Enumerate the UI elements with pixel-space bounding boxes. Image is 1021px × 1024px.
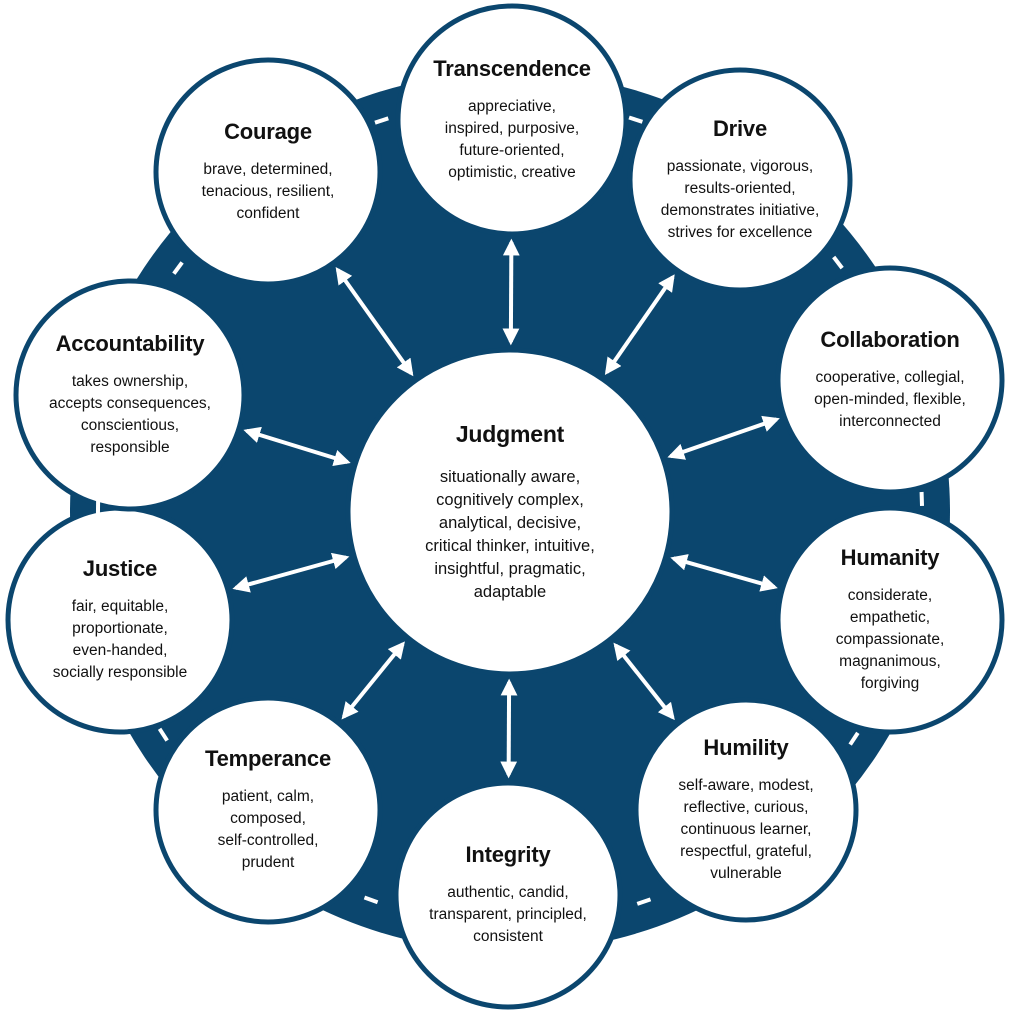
node-justice: Justice fair, equitable, proportionate, e… xyxy=(8,508,232,732)
ring-connector-tick xyxy=(157,727,169,742)
node-traits: authentic, candid, transparent, principl… xyxy=(429,884,587,945)
node-traits: cooperative, collegial, open-minded, fle… xyxy=(814,369,966,430)
node-traits: takes ownership, accepts consequences, c… xyxy=(49,373,211,456)
node-humanity: Humanity considerate, empathetic, compass… xyxy=(778,508,1002,732)
circle-humility xyxy=(633,697,859,923)
node-title: Drive xyxy=(712,116,768,141)
node-drive: Drive passionate, vigorous, results-orien… xyxy=(630,70,850,290)
node-traits: considerate, empathetic, compassionate, … xyxy=(835,587,945,692)
arrow-humility xyxy=(613,642,675,721)
node-accountability: Accountability takes ownership, accepts c… xyxy=(16,281,244,509)
node-center-judgment: Judgment situationally aware, cognitively… xyxy=(348,350,672,674)
ring-connector-tick xyxy=(172,261,184,275)
circle-integrity xyxy=(393,780,623,1010)
circle-courage xyxy=(153,57,383,287)
ring-connector-tick xyxy=(636,897,652,906)
node-title: Transcendence xyxy=(433,56,591,81)
arrow-justice xyxy=(232,552,350,593)
circle-center xyxy=(345,347,675,677)
arrow-temperance xyxy=(341,641,405,720)
node-collaboration: Collaboration cooperative, collegial, ope… xyxy=(778,268,1002,492)
circle-transcendence xyxy=(395,3,629,237)
ring-connector-tick xyxy=(628,115,644,124)
ring-connector-tick xyxy=(832,255,844,270)
node-traits: passionate, vigorous, results-oriented, … xyxy=(660,158,820,241)
node-title: Humanity xyxy=(840,545,940,570)
circle-temperance xyxy=(153,695,383,925)
arrow-drive xyxy=(604,274,675,376)
arrow-transcendence xyxy=(502,238,520,346)
node-integrity: Integrity authentic, candid, transparent,… xyxy=(396,783,620,1007)
node-title: Accountability xyxy=(55,331,205,356)
node-title: Integrity xyxy=(465,842,551,867)
node-courage: Courage brave, determined, tenacious, res… xyxy=(156,60,380,284)
node-title: Collaboration xyxy=(820,327,960,352)
arrow-accountability xyxy=(243,426,351,467)
node-traits: fair, equitable, proportionate, even-han… xyxy=(52,598,188,681)
node-title: Justice xyxy=(82,556,158,581)
ring-connector-tick xyxy=(374,116,389,125)
circle-drive xyxy=(627,67,853,293)
node-humility: Humility self-aware, modest, reflective, … xyxy=(636,700,856,920)
arrow-courage xyxy=(335,267,414,377)
circle-collaboration xyxy=(775,265,1005,495)
arrow-humanity xyxy=(670,554,778,592)
node-title: Courage xyxy=(224,119,312,144)
circle-accountability xyxy=(13,278,247,512)
node-transcendence: Transcendence appreciative, inspired, pur… xyxy=(398,6,626,234)
ring-connector-tick xyxy=(363,895,379,905)
node-traits: situationally aware, cognitively complex… xyxy=(425,467,595,601)
node-traits: appreciative, inspired, purposive, futur… xyxy=(444,98,580,181)
node-title: Humility xyxy=(703,735,789,760)
arrow-collaboration xyxy=(667,415,780,460)
node-traits: self-aware, modest, reflective, curious,… xyxy=(678,777,814,882)
node-traits: brave, determined, tenacious, resilient,… xyxy=(201,161,335,222)
node-traits: patient, calm, composed, self-controlled… xyxy=(217,788,319,871)
node-title: Judgment xyxy=(455,420,565,447)
circle-humanity xyxy=(775,505,1005,735)
node-temperance: Temperance patient, calm, composed, self-… xyxy=(156,698,380,922)
ring-connector-tick xyxy=(848,731,860,746)
node-title: Temperance xyxy=(205,746,331,771)
